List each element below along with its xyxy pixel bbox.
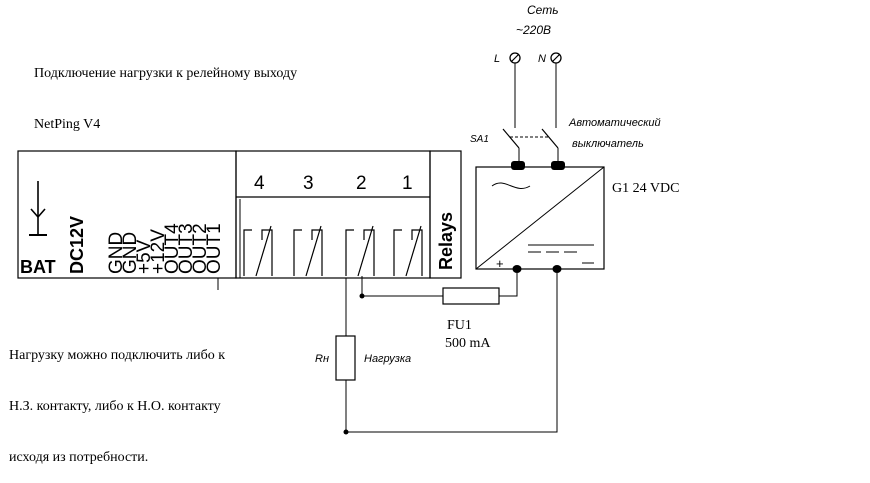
note-line-1: Нагрузку можно подключить либо к xyxy=(9,348,226,363)
netping-device xyxy=(17,150,462,290)
breaker-label-line-1: Автоматический xyxy=(568,117,661,129)
title-line-1: Подключение нагрузки к релейному выходу xyxy=(34,66,298,81)
relay-contact-3 xyxy=(293,225,323,277)
diagram-title: Подключение нагрузки к релейному выходу … xyxy=(34,31,297,150)
pin-label: GND xyxy=(106,232,127,274)
power-supply-label: G1 24 VDC xyxy=(612,181,679,196)
relays-label: Relays xyxy=(436,212,456,270)
relay-contact-2 xyxy=(345,225,375,277)
relay-number: 3 xyxy=(303,173,314,194)
bat-label: BAT xyxy=(20,257,56,277)
relay-number: 1 xyxy=(402,173,413,194)
relay-contact-1 xyxy=(393,225,423,277)
plus-terminal xyxy=(512,265,522,273)
pin-labels: GND GND +5V +12V OUT4 OUT3 OUT2 OUT1 xyxy=(106,223,225,274)
breaker-id: SA1 xyxy=(470,134,489,145)
pin-label: OUT3 xyxy=(176,223,197,274)
note-line-3: исходя из потребности. xyxy=(9,450,149,465)
breaker-label-line-2: выключатель xyxy=(572,138,644,150)
pin-label: +5V xyxy=(134,239,155,274)
circuit-breaker-sa1 xyxy=(502,128,559,163)
fuse-rating: 500 mA xyxy=(445,336,491,351)
relay-contact-4 xyxy=(243,225,273,277)
power-supply-g1 xyxy=(475,161,605,270)
dc12v-label: DC12V xyxy=(67,216,87,274)
phase-label: L xyxy=(494,53,500,65)
mains-voltage: ~220В xyxy=(516,23,551,37)
load-label: Нагрузка xyxy=(364,353,411,365)
pin-label: +12V xyxy=(148,229,169,274)
pin-label: GND xyxy=(120,232,141,274)
relay-number: 4 xyxy=(254,173,265,194)
load-symbol: Rн xyxy=(315,353,329,365)
phase-terminal xyxy=(509,52,521,64)
negative-wire xyxy=(346,273,558,433)
load-resistor xyxy=(335,335,356,381)
fuse-fu1 xyxy=(442,287,500,305)
neutral-label: N xyxy=(538,53,546,65)
battery-arrow-icon xyxy=(29,181,47,236)
pin-label: OUT2 xyxy=(190,223,211,274)
power-supply-plus-sign: + xyxy=(496,256,504,271)
minus-terminal xyxy=(552,265,562,273)
wiring-diagram: Сеть ~220В L N SA1 Автоматический выключ… xyxy=(17,3,679,435)
neutral-terminal xyxy=(550,52,562,64)
relay-number: 2 xyxy=(356,173,367,194)
positive-wire xyxy=(499,273,518,297)
title-line-2: NetPing V4 xyxy=(34,117,101,132)
fuse-id: FU1 xyxy=(447,318,472,333)
mains-label: Сеть xyxy=(527,3,559,17)
pin-label: OUT1 xyxy=(204,223,225,274)
pin-label: OUT4 xyxy=(162,223,183,274)
note-line-2: Н.З. контакту, либо к Н.О. контакту xyxy=(9,399,221,414)
